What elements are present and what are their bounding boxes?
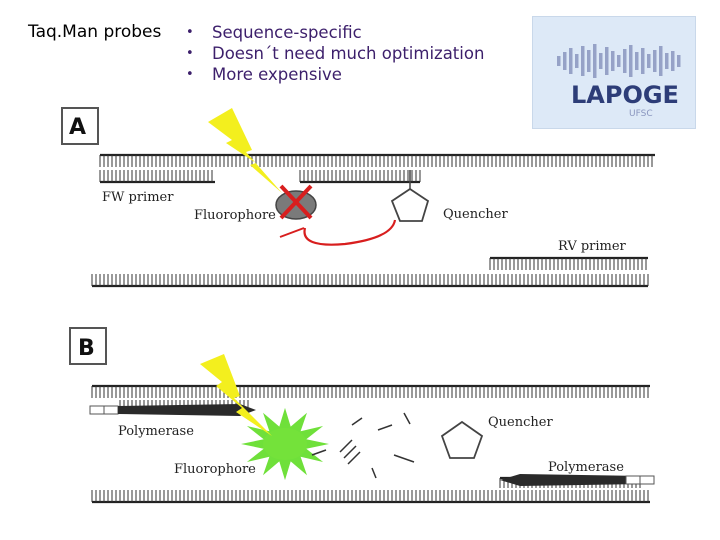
- bullet-list: Sequence-specific Doesn´t need much opti…: [186, 22, 484, 85]
- dna-strand-top-a: [99, 153, 655, 167]
- lapoge-logo: LAPOGE UFSC: [532, 16, 696, 129]
- dna-strand-top-b: [91, 384, 650, 412]
- panel-b-box: [69, 327, 107, 365]
- fluorophore-label-b: Fluorophore: [174, 462, 256, 477]
- logo-bars-graphic: [557, 44, 681, 78]
- bullet-item: Sequence-specific: [186, 22, 484, 43]
- panel-a-letter: A: [69, 115, 86, 140]
- quencher-label-a: Quencher: [443, 207, 508, 222]
- lightning-bolt-icon-a: [208, 108, 282, 193]
- fw-primer-strand: [99, 170, 215, 184]
- quencher-label-b: Quencher: [488, 415, 553, 430]
- polymerase-arrow-left: [118, 404, 256, 416]
- glowing-fluorophore-icon: [241, 407, 329, 481]
- bullet-item: Doesn´t need much optimization: [186, 43, 484, 64]
- panel-a-box: [61, 107, 99, 145]
- dna-strand-bottom-a: [91, 274, 649, 288]
- bullet-item: More expensive: [186, 64, 484, 85]
- polymerase-label-left: Polymerase: [118, 424, 194, 439]
- slide-title: Taq.Man probes: [28, 22, 162, 42]
- lightning-bolt-icon-b: [200, 354, 272, 436]
- probe-fragments: [311, 412, 415, 479]
- logo-text: LAPOGE: [571, 81, 679, 109]
- rv-primer-label: RV primer: [558, 239, 627, 254]
- logo-subtext: UFSC: [629, 109, 653, 119]
- quenching-arc: [303, 219, 397, 246]
- quencher-pentagon-a: [390, 187, 430, 222]
- fw-primer-label: FW primer: [102, 190, 174, 205]
- polymerase-arrow-right: [500, 474, 640, 486]
- polymerase-label-right: Polymerase: [548, 460, 624, 475]
- rv-primer-strand: [489, 256, 648, 270]
- quencher-pentagon-b: [440, 420, 484, 459]
- fluorophore-label-a: Fluorophore: [194, 208, 276, 223]
- probe-strand-a: [299, 170, 421, 184]
- panel-b-letter: B: [78, 336, 95, 361]
